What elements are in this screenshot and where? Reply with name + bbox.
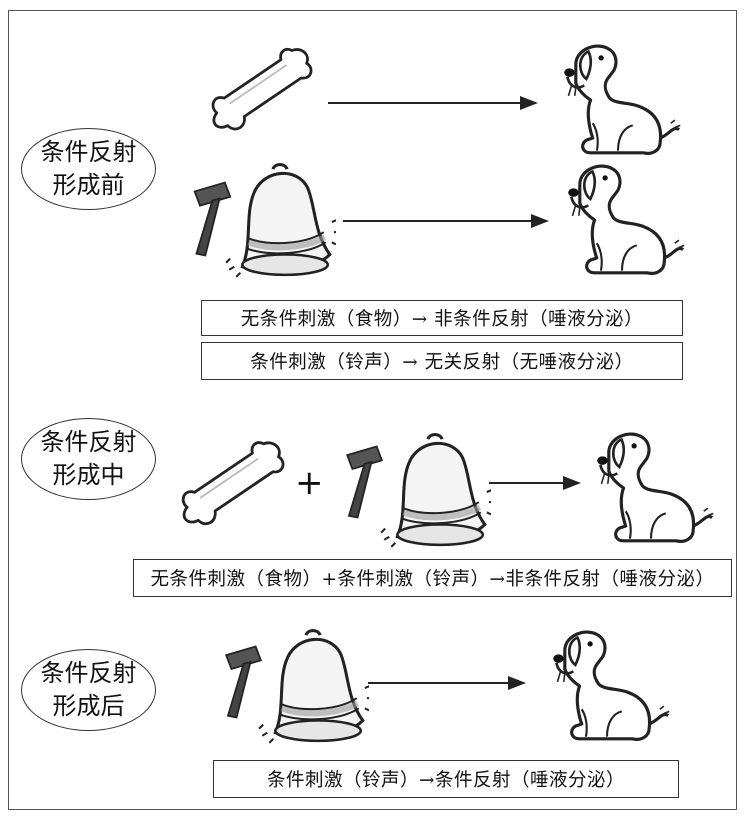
caption-unconditioned: 无条件刺激（食物）→ 非条件反射（唾液分泌）: [201, 300, 683, 336]
stage-label-before: 条件反射 形成前: [21, 128, 156, 210]
stage-label-line: 形成中: [52, 461, 125, 489]
dog-icon: [583, 429, 719, 545]
plus-sign: +: [295, 463, 324, 503]
bell-icon: [224, 161, 336, 283]
stage-label-line: 条件反射: [40, 428, 137, 456]
caption-pairing: 无条件刺激（食物）+条件刺激（铃声）→非条件反射（唾液分泌）: [133, 559, 732, 597]
bone-icon: [204, 33, 314, 145]
caption-text: 条件刺激（铃声）→条件反射（唾液分泌）: [266, 770, 625, 791]
stage-label-line: 条件反射: [40, 659, 137, 687]
caption-conditioned: 条件刺激（铃声）→条件反射（唾液分泌）: [213, 760, 679, 798]
dog-icon: [549, 41, 687, 157]
bell-icon: [257, 627, 369, 749]
caption-text: 无条件刺激（食物）→ 非条件反射（唾液分泌）: [240, 309, 644, 330]
caption-text: 无条件刺激（食物）+条件刺激（铃声）→非条件反射（唾液分泌）: [150, 569, 715, 590]
stage-label-line: 形成前: [52, 171, 125, 199]
diagram-frame: 条件反射 形成前 无条件刺激（食物）→ 非条件反射（唾液分泌） 条件刺激（铃声）…: [8, 10, 737, 810]
dog-icon: [554, 161, 690, 277]
arrow-icon: [489, 476, 581, 490]
arrow-icon: [343, 214, 549, 228]
stage-label-line: 形成后: [52, 692, 125, 720]
stage-label-line: 条件反射: [40, 138, 137, 166]
stage-label-after: 条件反射 形成后: [21, 649, 156, 731]
stage-label-during: 条件反射 形成中: [21, 418, 156, 500]
arrow-icon: [368, 676, 526, 690]
arrow-icon: [328, 96, 538, 110]
caption-neutral: 条件刺激（铃声）→ 无关反射（无唾液分泌）: [201, 342, 683, 380]
bell-icon: [379, 431, 491, 553]
caption-text: 条件刺激（铃声）→ 无关反射（无唾液分泌）: [250, 352, 634, 373]
bone-icon: [174, 427, 286, 539]
dog-icon: [539, 627, 675, 743]
